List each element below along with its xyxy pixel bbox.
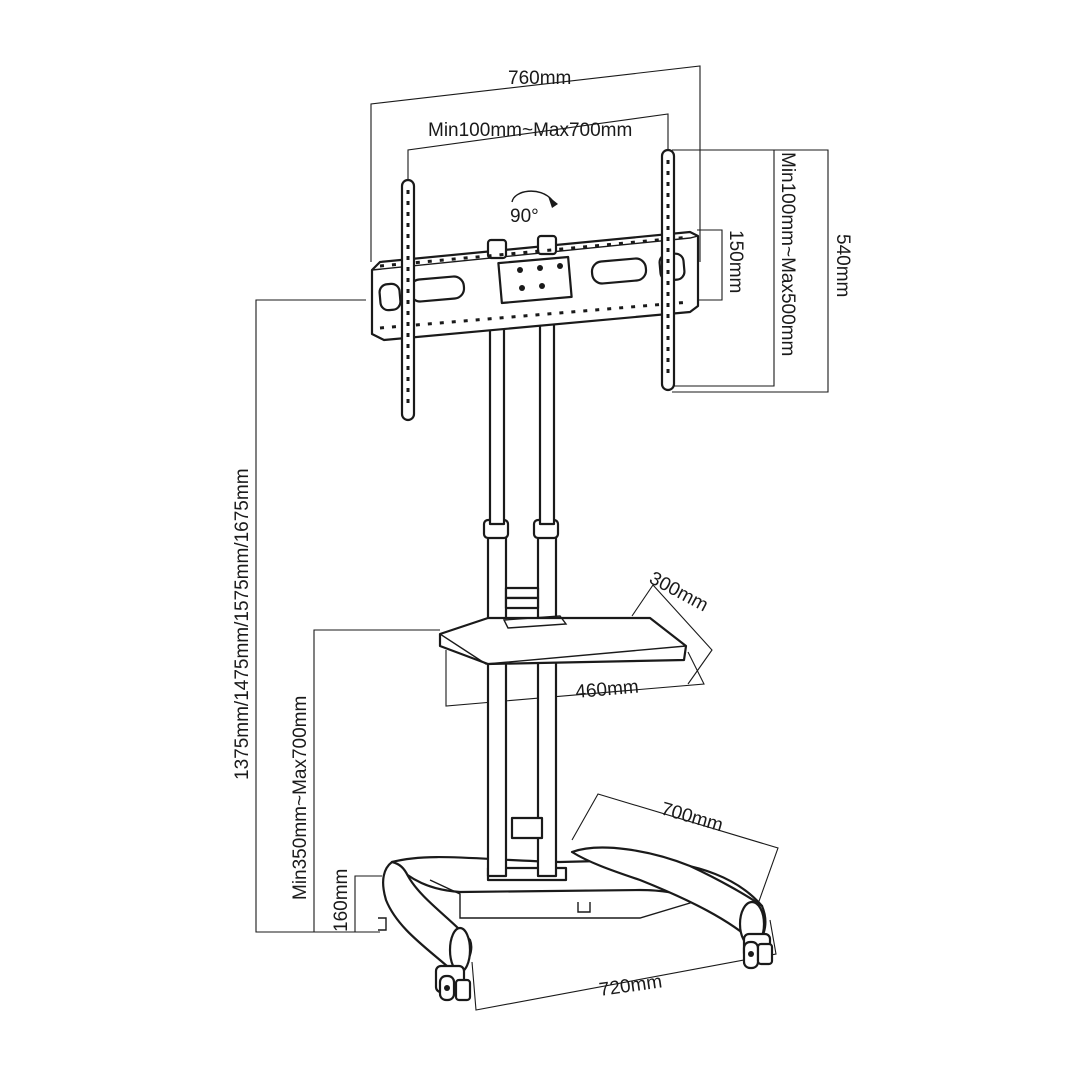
label-overall-height-bracket: 540mm [832,234,853,297]
caster-front-left [434,964,472,1002]
label-shelf-depth: 300mm [646,568,712,616]
label-rotation: 90° [510,206,539,227]
label-base-depth: 700mm [659,799,726,837]
label-shelf-width: 460mm [575,677,640,703]
mounting-plate [370,230,700,342]
curved-arrow-icon [511,190,558,208]
plate-holes [379,235,691,330]
base-frame [378,846,767,976]
vertical-arm-left [400,178,416,422]
label-base-height: 160mm [331,869,352,932]
caster-back-right [742,932,774,970]
label-overall-width: 760mm [508,68,571,89]
vertical-arm-right [660,148,676,392]
dimension-lines [255,65,829,1011]
label-base-width: 720mm [598,971,664,1001]
label-vesa-vertical: Min100mm~Max500mm [777,152,798,356]
dimension-labels: 760mm Min100mm~Max700mm 90° 540mm Min100… [232,68,853,1001]
label-bracket-height: 150mm [725,230,746,293]
label-vesa-horizontal: Min100mm~Max700mm [428,120,632,141]
shelf [438,615,688,666]
upright-columns [482,308,560,878]
label-total-height: 1375mm/1475mm/1575mm/1675mm [232,468,253,780]
label-shelf-height: Min350mm~Max700mm [290,696,311,900]
